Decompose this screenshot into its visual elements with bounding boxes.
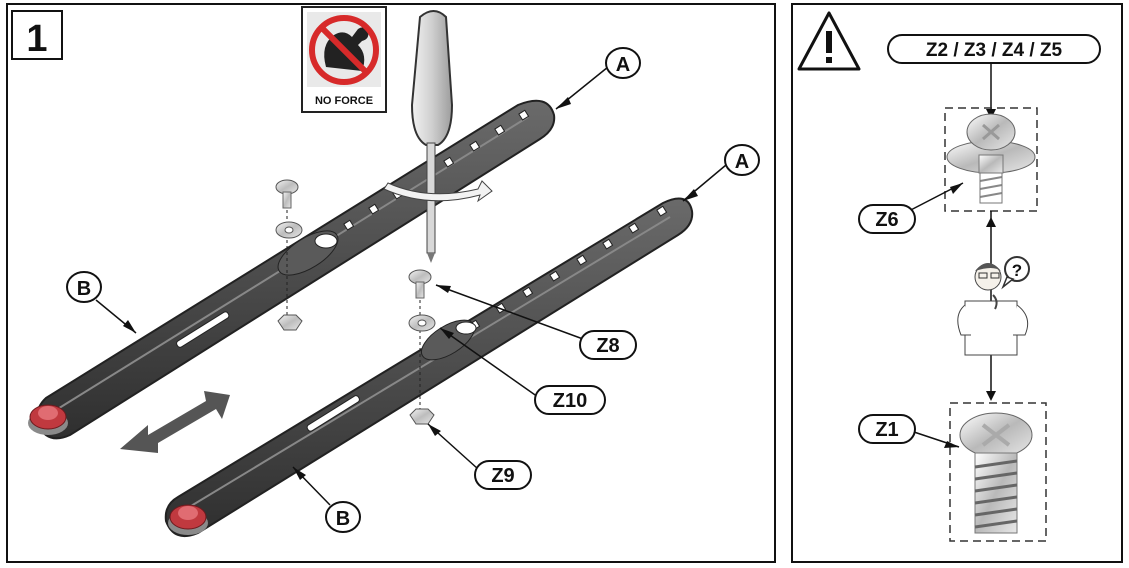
svg-text:Z2 / Z3 / Z4 / Z5: Z2 / Z3 / Z4 / Z5 bbox=[926, 40, 1063, 61]
screw-with-washer-icon bbox=[946, 113, 1036, 204]
svg-text:Z10: Z10 bbox=[553, 390, 587, 412]
callout-z8: Z8 bbox=[435, 284, 637, 360]
bracket-bar-front bbox=[164, 197, 694, 537]
svg-text:Z8: Z8 bbox=[596, 335, 619, 357]
large-screw-icon bbox=[959, 412, 1033, 534]
svg-text:A: A bbox=[616, 54, 630, 76]
thinking-person-icon bbox=[957, 263, 1029, 356]
screw-z8-icon bbox=[408, 269, 432, 299]
screwdriver-icon bbox=[410, 10, 454, 263]
rotate-arrow-icon bbox=[383, 180, 493, 203]
washer-icon bbox=[275, 221, 303, 239]
callout-z10: Z10 bbox=[439, 327, 606, 415]
no-force-icon: NO FORCE bbox=[301, 6, 387, 113]
no-force-label: NO FORCE bbox=[315, 95, 373, 107]
callout-b-left: B bbox=[66, 271, 137, 334]
svg-text:B: B bbox=[77, 278, 91, 300]
callout-a-top: A bbox=[555, 47, 641, 110]
callout-b-bottom: B bbox=[292, 466, 361, 533]
slide-direction-arrow-icon bbox=[120, 391, 230, 453]
step-number: 1 bbox=[26, 18, 47, 60]
screw-icon bbox=[275, 179, 299, 209]
question-bubble-icon: ? bbox=[1001, 256, 1030, 290]
callout-a-right: A bbox=[682, 144, 760, 202]
warning-triangle-icon bbox=[797, 11, 861, 71]
adjust-knob-icon bbox=[168, 504, 208, 535]
washer-z10-icon bbox=[408, 314, 436, 332]
main-instruction-panel: 1 NO FORCE bbox=[6, 3, 776, 563]
svg-text:B: B bbox=[336, 508, 350, 530]
adjust-knob-icon bbox=[28, 404, 68, 435]
step-number-box: 1 bbox=[11, 10, 63, 60]
callout-z1: Z1 bbox=[858, 414, 960, 448]
side-illustration: Z2 / Z3 / Z4 / Z5 Z6 bbox=[797, 11, 1101, 542]
callout-z9: Z9 bbox=[427, 423, 532, 490]
question-mark: ? bbox=[1012, 261, 1022, 280]
nut-z9-icon bbox=[409, 408, 435, 425]
nut-icon bbox=[277, 314, 303, 331]
callout-z6: Z6 bbox=[858, 182, 964, 234]
screw-warning-panel: Z2 / Z3 / Z4 / Z5 Z6 bbox=[791, 3, 1123, 563]
svg-text:Z9: Z9 bbox=[491, 465, 514, 487]
svg-text:Z6: Z6 bbox=[875, 209, 898, 231]
main-illustration: 1 NO FORCE bbox=[11, 6, 760, 537]
svg-text:Z1: Z1 bbox=[875, 419, 898, 441]
svg-text:A: A bbox=[735, 151, 749, 173]
screw-set-label: Z2 / Z3 / Z4 / Z5 bbox=[887, 34, 1101, 64]
